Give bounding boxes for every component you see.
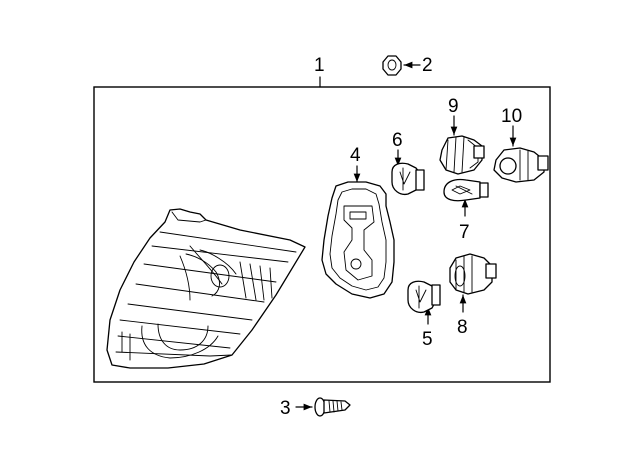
bulb-6-part[interactable] [391,162,425,196]
callout-9[interactable]: 9 [448,96,459,117]
callout-10[interactable]: 10 [501,106,522,127]
socket-8-part[interactable] [449,253,497,295]
gasket-part[interactable] [321,181,395,299]
callout-1[interactable]: 1 [314,55,325,76]
bulb-5-part[interactable] [407,280,441,314]
callout-4[interactable]: 4 [350,145,361,166]
callout-3[interactable]: 3 [280,398,291,419]
bulb-7-part[interactable] [443,178,489,202]
socket-10-part[interactable] [493,147,549,183]
callout-2[interactable]: 2 [422,55,433,76]
callout-7[interactable]: 7 [459,222,470,243]
clip-nut-part[interactable] [382,55,402,76]
callout-6[interactable]: 6 [392,130,403,151]
screw-part[interactable] [314,397,351,417]
callout-5[interactable]: 5 [422,329,433,350]
assembly-frame [93,86,551,383]
callout-8[interactable]: 8 [457,317,468,338]
tail-lamp-housing-part[interactable] [106,208,306,369]
socket-9-part[interactable] [439,135,485,175]
